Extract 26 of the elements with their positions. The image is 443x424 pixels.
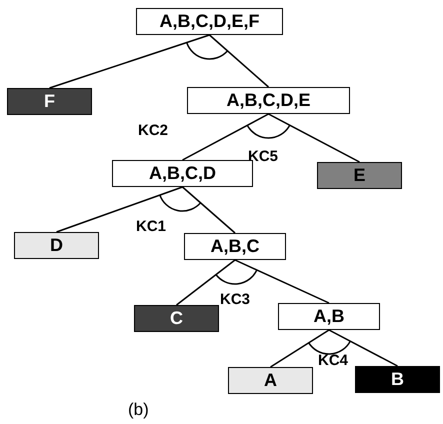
connector-line bbox=[176, 259, 236, 306]
set-box: A,B bbox=[278, 303, 380, 330]
set-box: A,B,C,D,E bbox=[187, 87, 350, 114]
angle-label: KC3 bbox=[220, 291, 250, 308]
set-box: A bbox=[228, 367, 313, 394]
connector-line bbox=[234, 259, 330, 304]
angle-label: KC1 bbox=[136, 218, 166, 235]
connector-line bbox=[270, 329, 330, 368]
connector-line bbox=[268, 113, 360, 163]
caption: (b) bbox=[128, 400, 149, 420]
connector-line bbox=[328, 329, 398, 367]
set-box: D bbox=[14, 232, 99, 259]
set-box: B bbox=[355, 366, 440, 393]
set-box: E bbox=[317, 162, 402, 189]
set-box: F bbox=[7, 88, 92, 115]
connector-line bbox=[209, 34, 269, 88]
connector-line bbox=[49, 34, 210, 89]
angle-label: KC4 bbox=[318, 352, 348, 369]
set-box: A,B,C bbox=[184, 233, 286, 260]
connector-line bbox=[182, 113, 269, 161]
set-box: A,B,C,D,E,F bbox=[136, 8, 283, 35]
angle-label: KC2 bbox=[138, 122, 168, 139]
set-box: A,B,C,D bbox=[112, 160, 253, 187]
connector-line bbox=[182, 186, 236, 234]
connector-line bbox=[56, 186, 183, 233]
set-box: C bbox=[134, 305, 219, 332]
